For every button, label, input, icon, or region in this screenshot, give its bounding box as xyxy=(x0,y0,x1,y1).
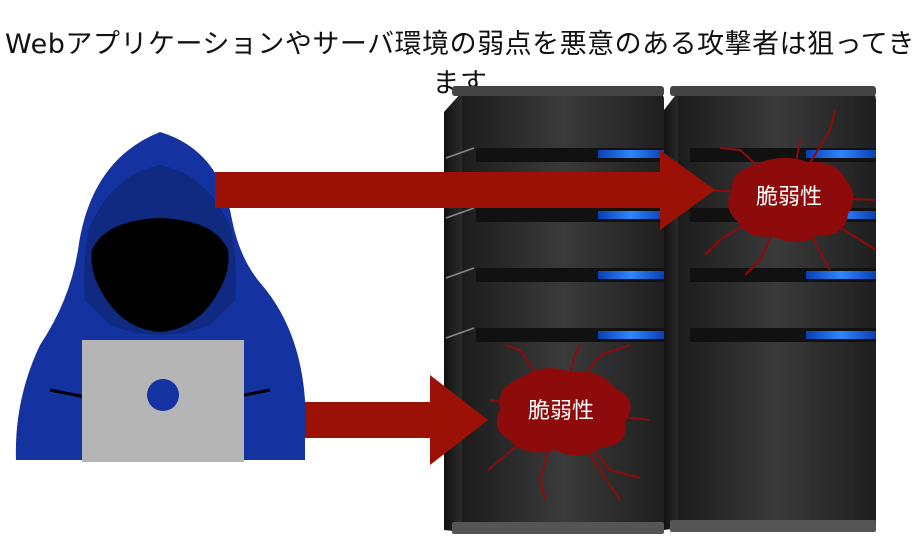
server-icon xyxy=(444,86,664,534)
crack-blotch xyxy=(728,157,854,242)
attack-arrow-icon xyxy=(305,375,488,465)
crack-blotch xyxy=(496,368,631,456)
vulnerability-label: 脆弱性 xyxy=(528,399,594,424)
server-icon xyxy=(664,86,876,532)
vulnerability-label: 脆弱性 xyxy=(756,185,822,210)
diagram-title: Webアプリケーションやサーバ環境の弱点を悪意のある攻撃者は狙ってきます xyxy=(5,29,915,99)
laptop-icon xyxy=(82,340,244,462)
server-drive-bays xyxy=(445,147,664,342)
attack-arrow-icon xyxy=(215,150,715,230)
